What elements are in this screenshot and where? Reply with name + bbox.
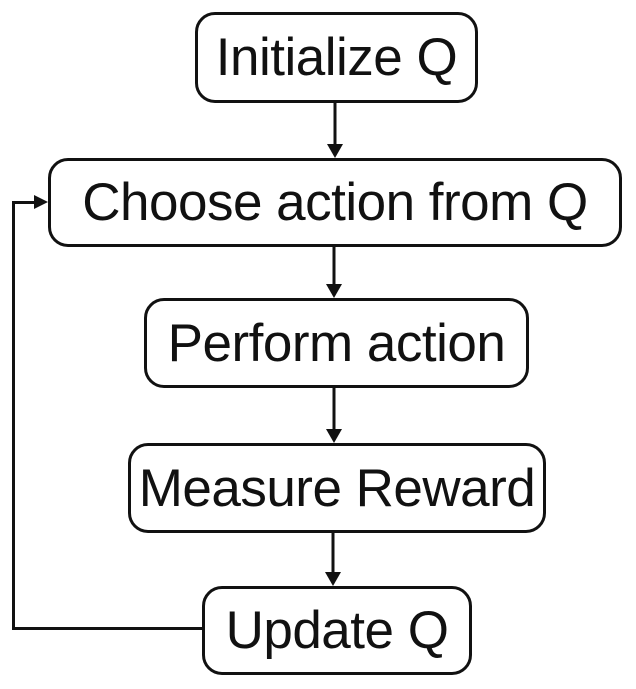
node-choose-action: Choose action from Q: [48, 158, 622, 247]
node-initialize-q-label: Initialize Q: [215, 28, 458, 87]
node-measure-reward: Measure Reward: [128, 443, 546, 533]
arrow-shaft: [332, 247, 336, 285]
node-choose-action-label: Choose action from Q: [82, 173, 588, 232]
node-initialize-q: Initialize Q: [195, 12, 478, 103]
arrow-head-down-icon: [326, 429, 342, 443]
feedback-loop-top-segment: [12, 201, 36, 204]
arrow-shaft: [333, 103, 337, 145]
arrow-measure-to-update: [325, 533, 341, 586]
arrow-head-right-icon: [34, 195, 48, 209]
arrow-choose-to-perform: [326, 247, 342, 298]
arrow-head-down-icon: [325, 572, 341, 586]
arrow-initialize-to-choose: [327, 103, 343, 158]
arrow-head-down-icon: [327, 144, 343, 158]
arrow-shaft: [332, 388, 336, 430]
arrow-perform-to-measure: [326, 388, 342, 443]
feedback-loop-left-segment: [12, 201, 15, 630]
feedback-loop-bottom-segment: [12, 627, 203, 630]
arrow-shaft: [331, 533, 335, 573]
node-perform-action-label: Perform action: [167, 313, 506, 373]
node-measure-reward-label: Measure Reward: [138, 458, 536, 518]
node-update-q: Update Q: [202, 586, 472, 675]
node-update-q-label: Update Q: [225, 601, 449, 660]
arrow-head-down-icon: [326, 284, 342, 298]
node-perform-action: Perform action: [144, 298, 529, 388]
